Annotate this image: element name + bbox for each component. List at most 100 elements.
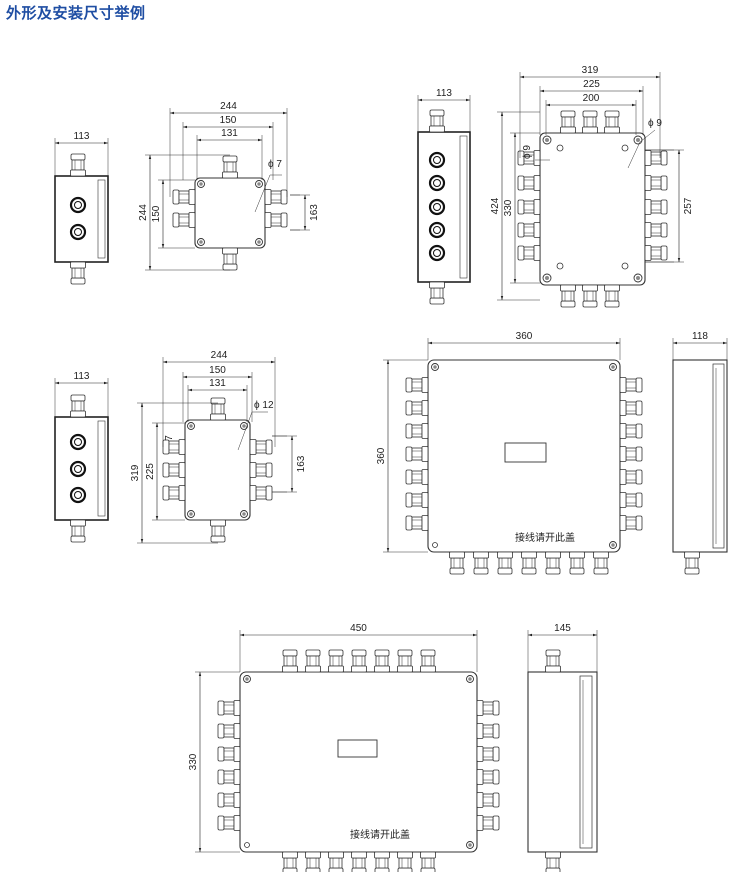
enclosure-side — [672, 359, 728, 553]
cable-gland — [374, 649, 390, 673]
cable-gland — [476, 769, 500, 785]
dimension-label: 319 — [130, 464, 141, 481]
side-view-5-button: 113 — [417, 88, 471, 305]
cable-gland — [619, 423, 643, 439]
dimension-label: 330 — [503, 199, 514, 216]
cable-gland — [305, 851, 321, 872]
cable-gland — [619, 492, 643, 508]
dimension-vertical: 225 — [145, 422, 185, 521]
dimension-horizontal: 113 — [417, 88, 471, 132]
cable-gland — [249, 462, 273, 478]
cable-gland — [172, 212, 196, 228]
dimension-label: ϕ 9 — [648, 118, 662, 129]
cable-gland — [374, 851, 390, 872]
cable-gland — [217, 792, 241, 808]
dimension-horizontal: 244 — [162, 350, 276, 447]
dimension-label: 200 — [583, 93, 600, 104]
dimension-vertical: 244 — [138, 154, 230, 271]
enclosure-body — [194, 177, 266, 249]
cable-gland — [545, 649, 561, 673]
dimension-horizontal: 150 — [182, 365, 253, 422]
cable-gland — [351, 649, 367, 673]
cable-gland — [644, 245, 668, 261]
dimension-label: 360 — [516, 331, 533, 342]
cable-gland — [644, 150, 668, 166]
cable-gland — [222, 155, 238, 179]
enclosure-body — [427, 359, 621, 553]
cable-gland — [282, 851, 298, 872]
dimension-vertical: 163 — [290, 194, 320, 231]
dimension-horizontal: 200 — [545, 93, 637, 135]
dimension-horizontal: 113 — [54, 371, 109, 417]
cable-gland — [449, 551, 465, 575]
cable-gland — [210, 397, 226, 421]
cable-gland — [222, 247, 238, 271]
cable-gland — [405, 492, 429, 508]
cable-gland — [582, 110, 598, 134]
cable-gland — [582, 284, 598, 308]
cable-gland — [162, 462, 186, 478]
dimension-vertical: 330 — [188, 671, 240, 853]
cable-gland — [249, 485, 273, 501]
cable-gland — [264, 189, 288, 205]
dimension-label: 118 — [692, 331, 708, 342]
dimension-label: 330 — [188, 753, 199, 770]
cable-gland — [560, 110, 576, 134]
cable-gland — [420, 649, 436, 673]
dimension-horizontal: 244 — [169, 101, 288, 197]
dimension-label: 145 — [554, 623, 571, 634]
dimension-label: ϕ 7 — [268, 159, 282, 170]
cable-gland — [521, 551, 537, 575]
cable-gland — [405, 515, 429, 531]
dimension-horizontal: 225 — [539, 79, 644, 135]
cable-gland — [497, 551, 513, 575]
cable-gland — [476, 792, 500, 808]
dimension-label: 150 — [209, 365, 226, 376]
cable-gland — [644, 222, 668, 238]
mounting-hole-icon — [621, 262, 629, 270]
dimension-label: 225 — [583, 79, 600, 90]
cable-gland — [162, 439, 186, 455]
dimension-vertical: 330 — [503, 132, 540, 284]
enclosure-side — [527, 671, 598, 853]
side-view-small-2-button: 113 — [54, 131, 109, 285]
cable-gland — [619, 446, 643, 462]
dimension-label: 150 — [220, 115, 237, 126]
cable-gland — [560, 284, 576, 308]
dimension-label: 7 — [164, 435, 175, 441]
button-icon — [428, 174, 446, 192]
cable-gland — [328, 851, 344, 872]
cable-gland — [405, 423, 429, 439]
cable-gland — [545, 851, 561, 872]
cable-gland — [405, 377, 429, 393]
cable-gland — [517, 175, 541, 191]
cable-gland — [644, 199, 668, 215]
side-view-small-3-button: 113 — [54, 371, 109, 543]
nameplate — [337, 739, 378, 758]
cable-gland — [429, 109, 445, 133]
page-title: 外形及安装尺寸举例 — [6, 4, 146, 22]
cable-gland — [264, 212, 288, 228]
button-icon — [69, 486, 87, 504]
dimension-label: 163 — [296, 455, 307, 472]
dimension-label: 244 — [138, 204, 149, 221]
dimension-horizontal: 131 — [187, 378, 248, 422]
cable-gland — [172, 189, 196, 205]
button-icon — [69, 433, 87, 451]
dimension-horizontal: 118 — [672, 331, 728, 360]
button-icon — [428, 221, 446, 239]
dimension-horizontal: 360 — [427, 331, 621, 360]
dimension-horizontal: 450 — [239, 623, 478, 672]
dimension-label: 360 — [376, 447, 387, 464]
dimension-label: 113 — [74, 371, 90, 382]
dimension-label: 225 — [145, 463, 156, 480]
cable-gland — [684, 551, 700, 575]
cable-gland — [162, 485, 186, 501]
cover-note: 接线请开此盖 — [515, 531, 575, 544]
cable-gland — [405, 446, 429, 462]
cable-gland — [282, 649, 298, 673]
cable-gland — [619, 377, 643, 393]
